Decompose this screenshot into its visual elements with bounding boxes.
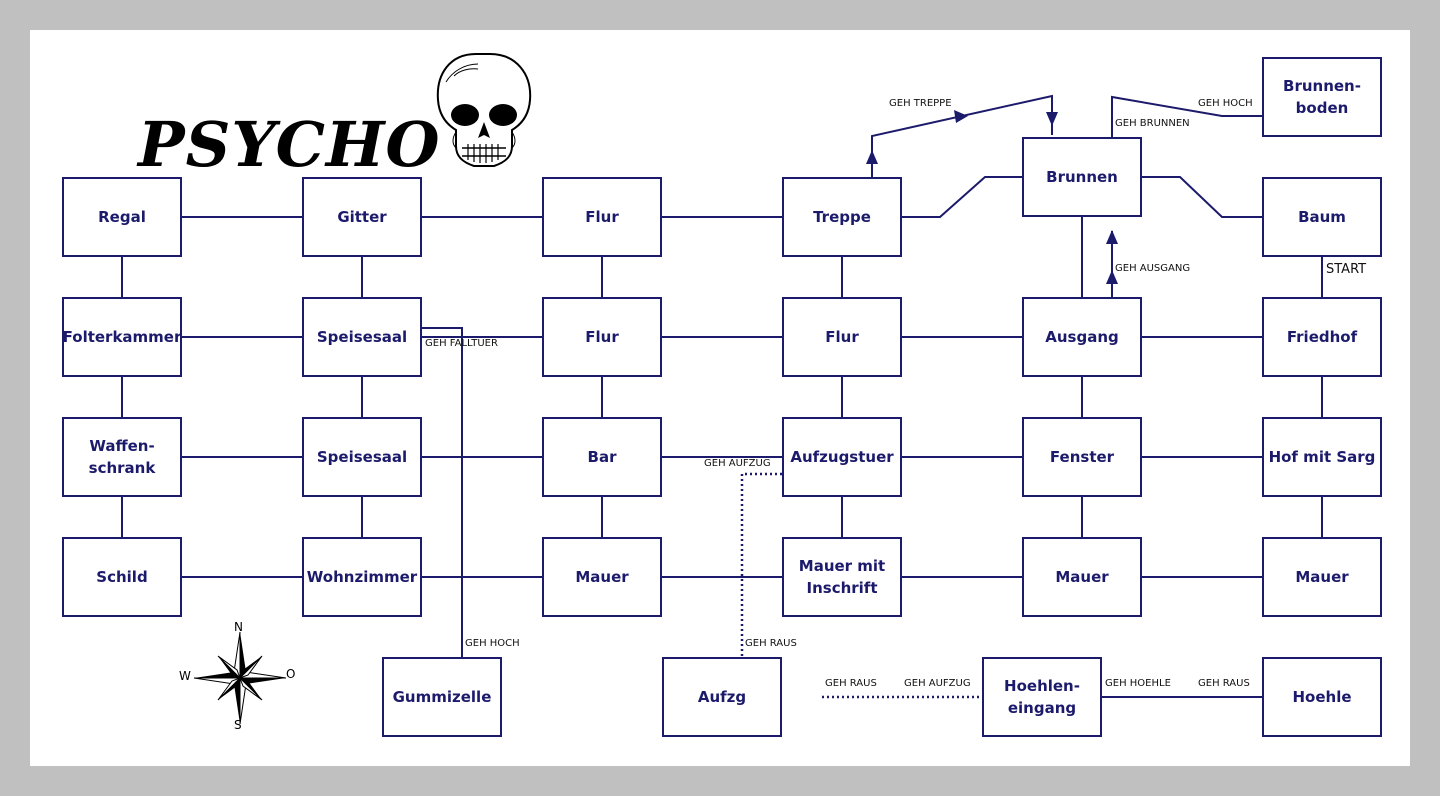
room-brunnenboden: Brunnen- boden [1262,57,1382,137]
skull-icon [436,53,532,167]
label-geh-brunnen: GEH BRUNNEN [1115,118,1190,129]
room-aufzugstuer: Aufzugstuer [782,417,902,497]
label-geh-hoehle: GEH HOEHLE [1105,678,1171,689]
arrow-treppe-up [866,150,878,164]
room-hof-mit-sarg: Hof mit Sarg [1262,417,1382,497]
room-mauer: Mauer [1262,537,1382,617]
label-geh-falltuer: GEH FALLTUER [425,338,498,349]
compass-north: N [234,620,243,634]
label-geh-hoch: GEH HOCH [465,638,520,649]
arrow-treppe-right [954,110,968,123]
label-geh-raus: GEH RAUS [745,638,797,649]
room-mauer: Mauer [1022,537,1142,617]
room-schild: Schild [62,537,182,617]
room-waffenschrank: Waffen- schrank [62,417,182,497]
compass-east: O [286,667,296,681]
map-title: PSYCHO [138,108,441,181]
room-baum: Baum [1262,177,1382,257]
room-gitter: Gitter [302,177,422,257]
compass-rose-icon [193,631,287,725]
start-marker: START [1326,262,1367,277]
room-fenster: Fenster [1022,417,1142,497]
room-friedhof: Friedhof [1262,297,1382,377]
edge-geh-aufzug-dotted [740,472,782,657]
room-hoehleneingang: Hoehlen- eingang [982,657,1102,737]
compass-south: S [234,718,242,732]
room-brunnen: Brunnen [1022,137,1142,217]
label-geh-aufzug: GEH AUFZUG [904,678,971,689]
arrow-treppe-down [1046,112,1058,126]
room-folterkammer: Folterkammer [62,297,182,377]
room-gummizelle: Gummizelle [382,657,502,737]
map-sheet: PSYCHO Regal Gitter Flur Treppe Brunnen … [30,30,1410,766]
room-speisesaal: Speisesaal [302,417,422,497]
room-regal: Regal [62,177,182,257]
label-geh-raus: GEH RAUS [825,678,877,689]
compass-west: W [179,669,191,683]
room-mauer: Mauer [542,537,662,617]
arrow-ausgang-up-2 [1106,270,1118,284]
room-flur: Flur [782,297,902,377]
room-flur: Flur [542,177,662,257]
arrow-ausgang-up-1 [1106,230,1118,244]
room-flur: Flur [542,297,662,377]
room-mauer-mit-inschrift: Mauer mit Inschrift [782,537,902,617]
edge-geh-falltuer [422,327,463,657]
room-speisesaal: Speisesaal [302,297,422,377]
edge-brunnen-baum [1142,176,1262,218]
room-aufzg: Aufzg [662,657,782,737]
label-geh-aufzug: GEH AUFZUG [704,458,771,469]
room-bar: Bar [542,417,662,497]
room-treppe: Treppe [782,177,902,257]
connection-lines [121,53,1323,725]
room-wohnzimmer: Wohnzimmer [302,537,422,617]
room-ausgang: Ausgang [1022,297,1142,377]
edge-geh-brunnen [1111,95,1262,137]
label-geh-hoch: GEH HOCH [1198,98,1253,109]
edge-treppe-brunnen [902,176,1022,218]
label-geh-raus: GEH RAUS [1198,678,1250,689]
label-geh-treppe: GEH TREPPE [889,98,952,109]
room-hoehle: Hoehle [1262,657,1382,737]
label-geh-ausgang: GEH AUSGANG [1115,263,1191,274]
